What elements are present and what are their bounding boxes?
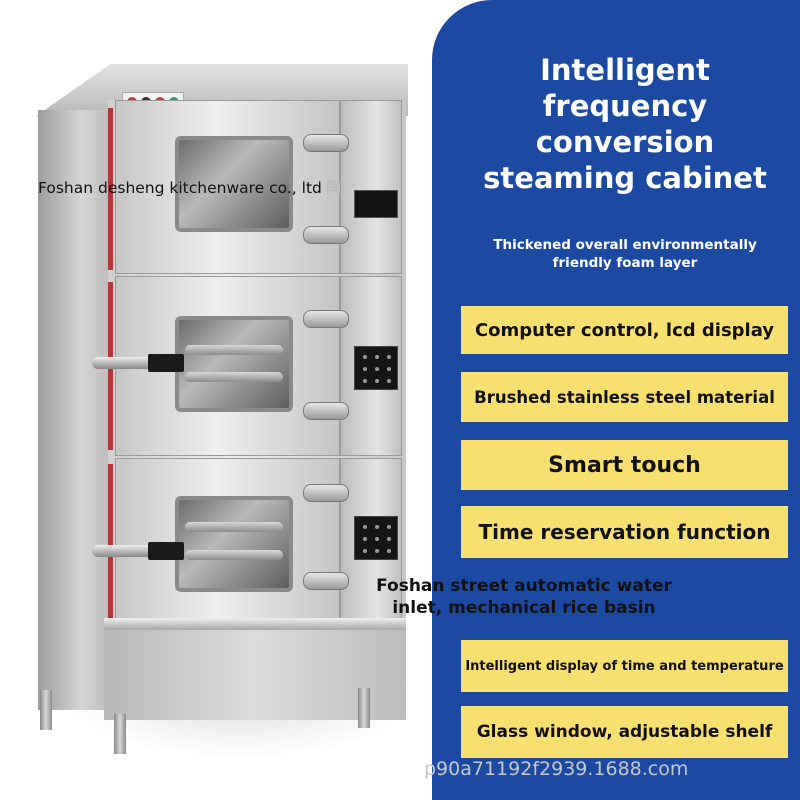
hinge bbox=[303, 134, 349, 152]
leg bbox=[358, 688, 370, 728]
hinge bbox=[303, 402, 349, 420]
hinge bbox=[303, 310, 349, 328]
headline-line: Intelligent bbox=[540, 53, 710, 87]
leg bbox=[40, 690, 52, 730]
window-bottom bbox=[175, 496, 293, 592]
shelf bbox=[185, 550, 283, 560]
feature-touch: Smart touch bbox=[461, 440, 788, 490]
feature-reservation: Time reservation function bbox=[461, 506, 788, 558]
control-panel[interactable] bbox=[354, 346, 398, 390]
shelf bbox=[185, 345, 283, 355]
headline-line: steaming cabinet bbox=[483, 161, 767, 195]
control-panel[interactable] bbox=[354, 516, 398, 560]
hinge bbox=[303, 226, 349, 244]
shelf bbox=[185, 522, 283, 532]
cabinet-base bbox=[104, 618, 406, 720]
headline: Intelligent frequency conversion steamin… bbox=[450, 52, 800, 196]
cabinet-side bbox=[38, 110, 110, 710]
feature-lcd: Computer control, lcd display bbox=[461, 306, 788, 354]
company-ghost-char: 同 bbox=[325, 179, 342, 197]
door-seal bbox=[108, 464, 113, 622]
leg bbox=[114, 714, 126, 754]
window-middle bbox=[175, 316, 293, 412]
window-top bbox=[175, 136, 293, 232]
door-top-side bbox=[340, 100, 402, 274]
feature-window: Glass window, adjustable shelf bbox=[461, 706, 788, 758]
door-seal bbox=[108, 108, 113, 270]
company-name: Foshan desheng kitchenware co., ltd bbox=[38, 179, 322, 197]
door-handle[interactable] bbox=[92, 352, 192, 374]
subheadline: Thickened overall environmentally friend… bbox=[493, 237, 757, 271]
hinge bbox=[303, 572, 349, 590]
door-handle[interactable] bbox=[92, 540, 192, 562]
hinge bbox=[303, 484, 349, 502]
shelf bbox=[185, 372, 283, 382]
url-watermark: p90a71192f2939.1688.com bbox=[424, 758, 689, 780]
headline-line: conversion bbox=[535, 125, 715, 159]
street-watermark: Foshan street automatic water inlet, mec… bbox=[376, 576, 672, 618]
lcd-display bbox=[354, 190, 398, 218]
feature-display: Intelligent display of time and temperat… bbox=[461, 640, 788, 692]
feature-material: Brushed stainless steel material bbox=[461, 372, 788, 422]
base-lip bbox=[104, 618, 406, 630]
headline-line: frequency bbox=[542, 89, 708, 123]
